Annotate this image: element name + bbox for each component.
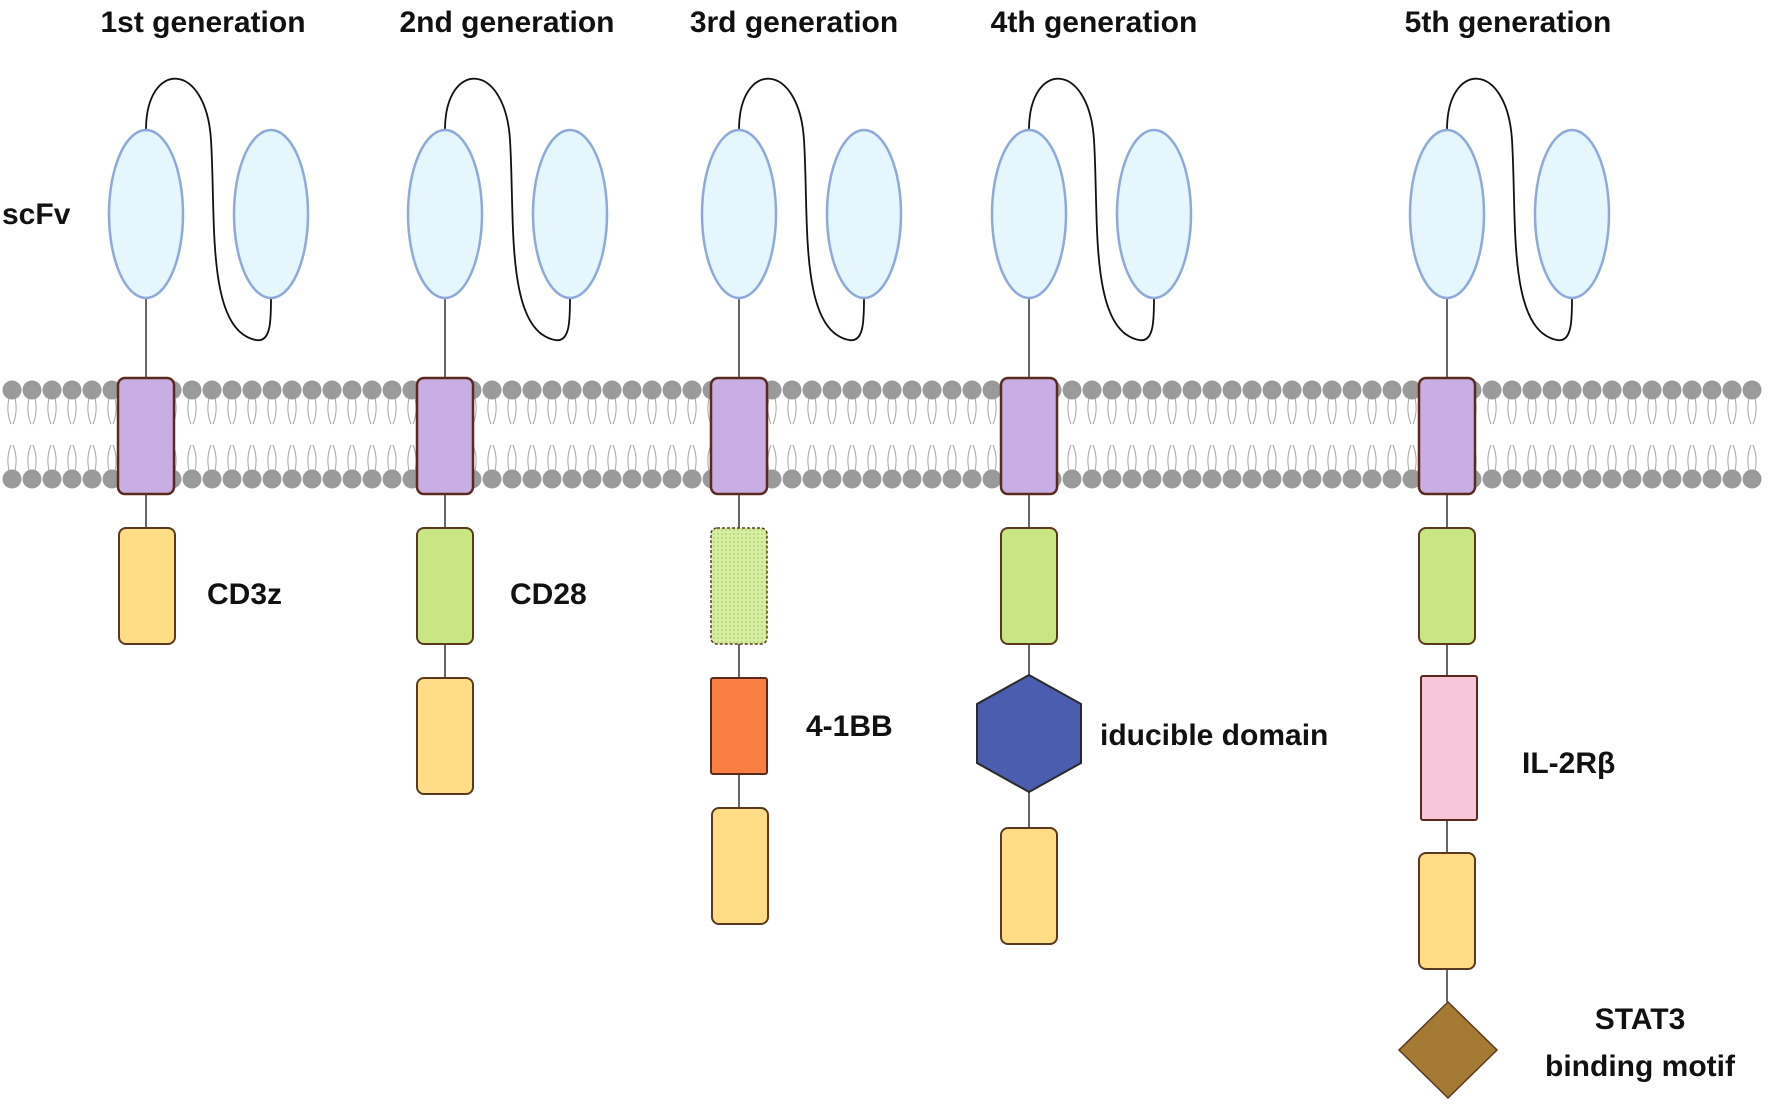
- cd3z-domain-gen4: [1000, 827, 1058, 945]
- stat3-binding-motif-diamond: [1397, 1000, 1499, 1100]
- scfv-gen1: [107, 77, 310, 378]
- transmembrane-domain-gen4: [999, 376, 1059, 496]
- il-2rb-domain: [1420, 675, 1478, 821]
- title-gen4: 4th generation: [991, 6, 1198, 39]
- scfv-gen3: [700, 77, 903, 378]
- cd28-domain-gen3: [710, 527, 768, 645]
- cd3z-domain-gen5: [1418, 852, 1476, 970]
- title-gen5: 5th generation: [1405, 6, 1612, 39]
- cd3z-label: CD3z: [207, 578, 282, 611]
- cell-membrane: [2, 380, 1762, 489]
- stat3-label: STAT3: [1595, 1003, 1686, 1036]
- scfv-gen4: [990, 77, 1193, 378]
- cd3z-domain-gen2: [416, 677, 474, 795]
- cd28-domain-gen4: [1000, 527, 1058, 645]
- transmembrane-domain-gen2: [415, 376, 475, 496]
- 4-1bb-domain-gen3: [710, 677, 768, 775]
- scfv-label: scFv: [2, 198, 71, 231]
- inducible-domain-hexagon: [976, 673, 1082, 794]
- 4-1bb-label: 4-1BB: [806, 710, 893, 743]
- scfv-gen2: [406, 77, 609, 378]
- cd28-label: CD28: [510, 578, 587, 611]
- scfv-group: [107, 77, 1611, 378]
- stalks: [145, 494, 1448, 1002]
- inducible-domain-label: iducible domain: [1100, 719, 1328, 752]
- cd3z-domain-gen3: [711, 807, 769, 925]
- title-gen1: 1st generation: [100, 6, 305, 39]
- binding-motif-label: binding motif: [1545, 1050, 1736, 1083]
- il-2rb-label: IL-2Rβ: [1522, 747, 1615, 780]
- title-gen3: 3rd generation: [690, 6, 898, 39]
- title-gen2: 2nd generation: [399, 6, 614, 39]
- transmembrane-domain-gen1: [116, 376, 176, 496]
- cd28-domain-gen2: [416, 527, 474, 645]
- cd28-domain-gen5: [1418, 527, 1476, 645]
- transmembrane-domain-gen5: [1417, 376, 1477, 496]
- transmembrane-domain-gen3: [709, 376, 769, 496]
- scfv-gen5: [1408, 77, 1611, 378]
- cd3z-domain-gen1: [118, 527, 176, 645]
